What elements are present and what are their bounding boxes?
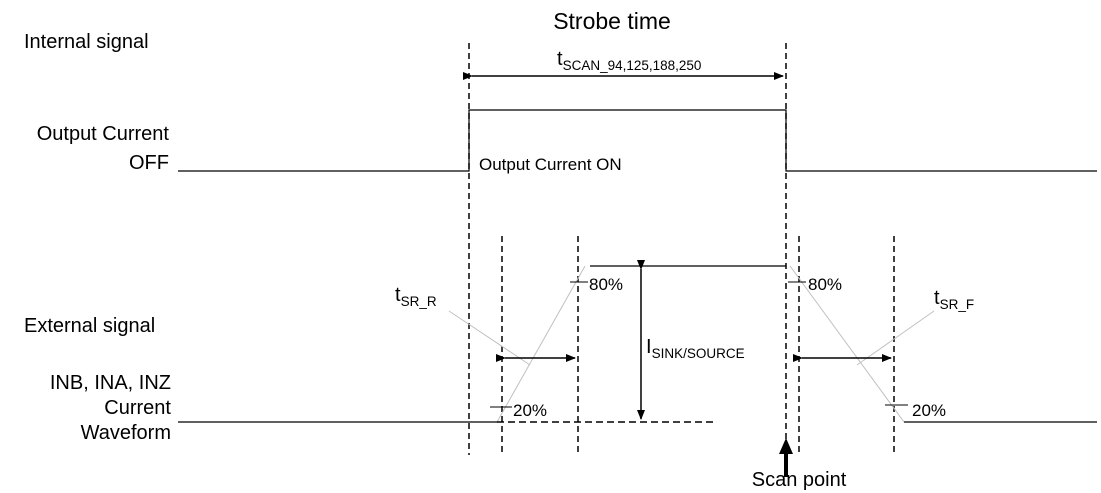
rise-80-label: 80%	[589, 275, 623, 294]
fall-80-label: 80%	[808, 275, 842, 294]
rise-20-80-guide	[496, 265, 586, 423]
internal-signal-label: Internal signal	[24, 31, 149, 53]
t-scan-base: t	[557, 48, 563, 70]
diagram-title: Strobe time	[553, 8, 671, 34]
output-current-label: Output Current	[37, 123, 170, 145]
i-sink-base: I	[646, 336, 652, 358]
output-current-on-label: Output Current ON	[479, 155, 622, 174]
tsr-f-symbol: tSR_F	[934, 287, 974, 312]
scan-point-label: Scan point	[752, 469, 847, 491]
i-sink-subscript: SINK/SOURCE	[652, 346, 745, 361]
t-scan-subscript: SCAN_94,125,188,250	[563, 58, 702, 73]
rise-20-label: 20%	[513, 401, 547, 420]
tsr-r-symbol: tSR_R	[395, 284, 437, 309]
tsr-r-base: t	[395, 284, 401, 306]
t-scan-symbol: tSCAN_94,125,188,250	[557, 48, 701, 73]
off-label: OFF	[129, 152, 169, 174]
external-signal-label: External signal	[24, 315, 155, 337]
tsr-f-subscript: SR_F	[940, 297, 975, 312]
current-label: Current	[104, 397, 171, 419]
fall-20-label: 20%	[912, 401, 946, 420]
tsr-f-leader-line	[856, 310, 935, 366]
fall-80-20-guide	[789, 265, 905, 423]
scan-point-arrow	[779, 438, 793, 477]
internal-signal-waveform	[178, 109, 1097, 172]
waveform-label: Waveform	[81, 422, 171, 444]
tsr-r-subscript: SR_R	[401, 294, 437, 309]
tsr-f-base: t	[934, 287, 940, 309]
i-sink-source-symbol: ISINK/SOURCE	[646, 336, 745, 361]
tsr-r-leader-line	[448, 310, 531, 366]
inputs-label: INB, INA, INZ	[50, 372, 171, 394]
